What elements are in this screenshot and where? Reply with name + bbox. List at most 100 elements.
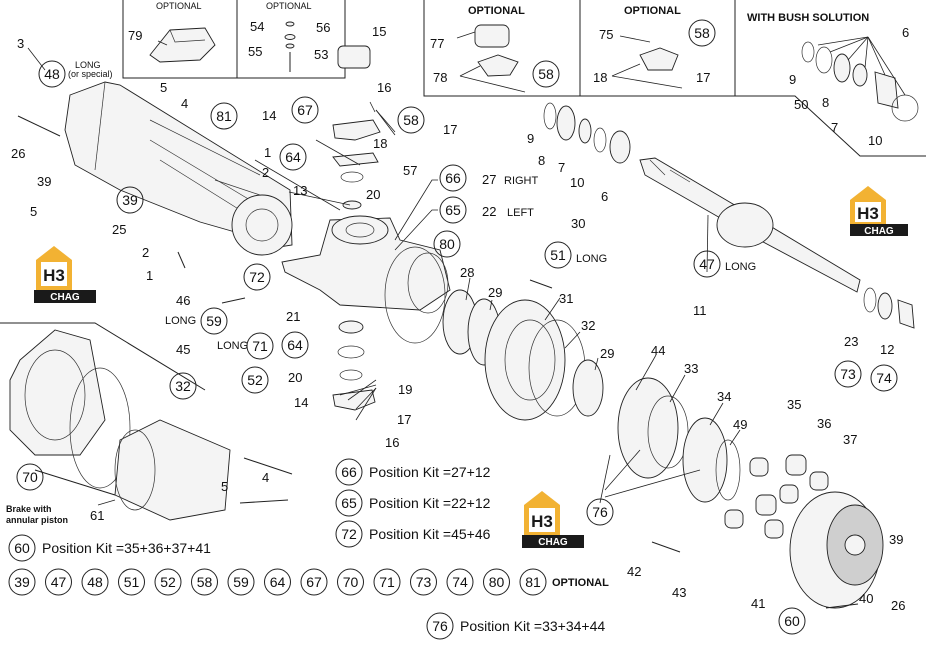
optional-callout: 64 (264, 568, 291, 596)
svg-text:81: 81 (216, 108, 232, 124)
svg-text:64: 64 (287, 337, 303, 353)
svg-text:9: 9 (527, 131, 534, 146)
callout-71: 71 (246, 332, 274, 360)
logo-left: H3 CHAG (34, 246, 96, 303)
callout-60-hub: 60 (778, 607, 806, 635)
svg-text:8: 8 (822, 95, 829, 110)
optional-callout-circle (373, 568, 401, 596)
part-numbers: 79 54 56 55 53 15 3 5 4 1 2 14 16 18 17 … (11, 19, 909, 613)
callout-58-panel-a: 58 (532, 60, 560, 88)
svg-text:25: 25 (112, 222, 126, 237)
ring-gear-shape (617, 377, 689, 479)
svg-text:31: 31 (559, 291, 573, 306)
svg-text:8: 8 (538, 153, 545, 168)
svg-text:32: 32 (175, 378, 191, 394)
svg-text:75: 75 (599, 27, 613, 42)
svg-text:76: 76 (592, 504, 608, 520)
svg-text:Position Kit =35+36+37+41: Position Kit =35+36+37+41 (42, 540, 211, 556)
svg-text:35: 35 (787, 397, 801, 412)
optional-cap-parts-shape (474, 24, 679, 77)
optional-callout-circle (118, 568, 145, 596)
svg-text:LONG: LONG (725, 261, 756, 273)
svg-text:40: 40 (859, 591, 873, 606)
optional-callout-circle (483, 568, 510, 596)
brake-housing-shape (9, 329, 231, 521)
position-kit-60: 60 Position Kit =35+36+37+41 (8, 534, 211, 562)
svg-text:LEFT: LEFT (507, 207, 534, 219)
optional-callout-number: 64 (270, 574, 286, 590)
optional-callout-number: 58 (197, 574, 213, 590)
svg-text:11: 11 (693, 303, 707, 318)
svg-text:18: 18 (373, 136, 387, 151)
svg-text:6: 6 (902, 25, 909, 40)
callout-59: 59 (200, 307, 228, 335)
svg-text:26: 26 (11, 146, 25, 161)
svg-text:61: 61 (90, 508, 104, 523)
optional-callout-number: 80 (489, 574, 505, 590)
svg-text:13: 13 (293, 183, 307, 198)
optional-callout-number: 67 (306, 574, 322, 590)
optional-callout-number: 71 (379, 574, 395, 590)
seal-stack-shape (543, 102, 631, 164)
optional-callout: 74 (446, 568, 474, 596)
svg-text:14: 14 (262, 108, 276, 123)
svg-text:6: 6 (601, 189, 608, 204)
optional-callout: 52 (154, 568, 182, 596)
svg-text:67: 67 (297, 102, 313, 118)
svg-text:5: 5 (221, 479, 228, 494)
drive-shaft-shape (639, 157, 861, 293)
logo-center: H3 CHAG (522, 491, 584, 548)
position-kit-66: 66 Position Kit =27+12 (335, 458, 491, 486)
top-right-optional-panel: OPTIONAL OPTIONAL (423, 0, 736, 97)
rod-61-shape (34, 469, 116, 496)
optional-callout: 80 (483, 568, 510, 596)
svg-text:Position Kit =33+34+44: Position Kit =33+34+44 (460, 618, 605, 634)
bearing-29b-shape (572, 359, 604, 417)
svg-text:9: 9 (789, 72, 796, 87)
svg-text:70: 70 (22, 469, 38, 485)
svg-text:73: 73 (840, 366, 856, 382)
callout-67: 67 (291, 96, 319, 124)
callout-70: 70 (16, 463, 44, 491)
optional-label-d: OPTIONAL (624, 5, 681, 17)
planetary-hub-shape (789, 491, 884, 609)
svg-text:32: 32 (581, 318, 595, 333)
svg-text:26: 26 (891, 598, 905, 613)
bush-solution-parts-shape (801, 41, 919, 122)
optional-callout-circle (81, 568, 109, 596)
svg-text:72: 72 (249, 269, 265, 285)
text-annotations: LONG (or special) RIGHT LEFT LONG LONG L… (6, 60, 756, 525)
svg-text:29: 29 (600, 346, 614, 361)
svg-text:52: 52 (247, 372, 263, 388)
callout-64-bottom: 64 (281, 331, 309, 359)
optional-callout-number: 47 (51, 574, 67, 590)
svg-text:76: 76 (432, 618, 448, 634)
svg-text:58: 58 (694, 25, 710, 41)
svg-text:45: 45 (176, 342, 190, 357)
bush-12-shape (863, 287, 915, 329)
svg-text:1: 1 (264, 145, 271, 160)
callout-47: 47 (693, 250, 721, 278)
svg-text:74: 74 (876, 370, 892, 386)
svg-text:3: 3 (17, 36, 24, 51)
bush-solution-panel: WITH BUSH SOLUTION (734, 0, 926, 157)
svg-text:2: 2 (142, 245, 149, 260)
svg-text:39: 39 (37, 174, 51, 189)
svg-text:36: 36 (817, 416, 831, 431)
optional-callout: 71 (373, 568, 401, 596)
svg-text:72: 72 (341, 526, 357, 542)
svg-text:16: 16 (377, 80, 391, 95)
circled-callouts: 48 81 67 58 64 39 66 65 80 51 72 59 71 5… (16, 19, 898, 635)
svg-text:77: 77 (430, 36, 444, 51)
svg-text:RIGHT: RIGHT (504, 175, 539, 187)
pin-46-shape (221, 297, 246, 304)
svg-text:79: 79 (128, 28, 142, 43)
callout-65: 65 (439, 196, 467, 224)
optional-callout-circle (45, 568, 72, 596)
svg-text:14: 14 (294, 395, 308, 410)
svg-text:LONG: LONG (75, 60, 101, 70)
optional-callout-number: 70 (343, 574, 359, 590)
svg-text:56: 56 (316, 20, 330, 35)
optional-callout: 51 (118, 568, 145, 596)
svg-text:Position Kit =45+46: Position Kit =45+46 (369, 526, 491, 542)
